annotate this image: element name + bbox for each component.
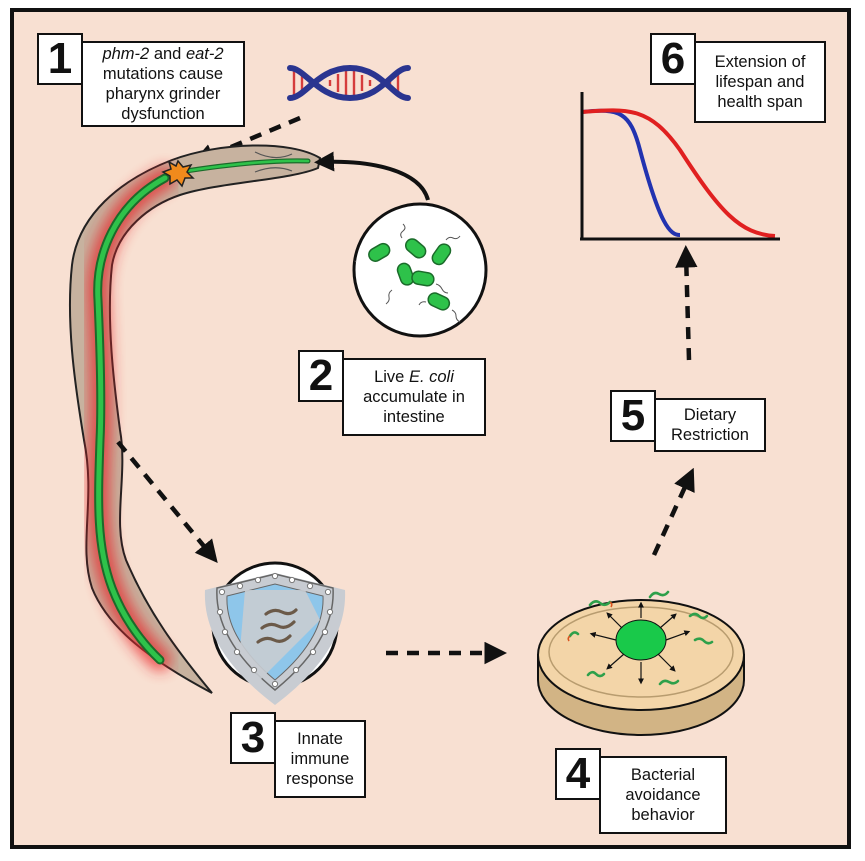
step-label-line: Dietary [684, 405, 736, 425]
label-text: accumulate in [363, 388, 465, 406]
italic-term: phm-2 [102, 45, 150, 63]
arrow-dietary-to-chart [675, 245, 698, 361]
step-label-line: Innate [297, 729, 343, 749]
label-text: Innate [297, 730, 343, 748]
label-text: mutations cause [102, 65, 224, 83]
step-number: 1 [37, 33, 83, 85]
step-label-line: lifespan and [716, 72, 805, 92]
bacteria-circle-icon [352, 202, 488, 338]
step-label-line: dysfunction [121, 104, 204, 124]
shield-icon [204, 561, 346, 705]
label-text: intestine [383, 408, 445, 426]
step-label-line: Live E. coli [374, 367, 454, 387]
step-label-line: Restriction [671, 425, 749, 445]
step-label-line: health span [717, 92, 802, 112]
dna-icon [287, 64, 411, 102]
label-text: Restriction [671, 426, 749, 444]
step-label: Innate immune response [274, 720, 366, 798]
label-text: response [286, 770, 354, 788]
label-text: Live [374, 368, 409, 386]
step-number: 3 [230, 712, 276, 764]
label-text: Bacterial [630, 766, 696, 784]
italic-term: eat-2 [185, 45, 224, 63]
label-text: health span [717, 93, 803, 111]
label-text: dysfunction [121, 105, 205, 123]
step-label-line: mutations cause [103, 64, 223, 84]
step-number: 5 [610, 390, 656, 442]
survival-chart-icon [580, 92, 780, 241]
step-label: Bacterial avoidance behavior [599, 756, 727, 834]
grinder-burst-icon [161, 159, 195, 188]
step-label-line: response [286, 769, 354, 789]
arrow-bacteria-to-worm [314, 151, 430, 201]
label-text: and [149, 45, 186, 63]
label-text: Dietary [683, 406, 737, 424]
petri-dish-icon [537, 590, 745, 736]
step-label: Extension of lifespan and health span [694, 41, 826, 123]
step-number: 4 [555, 748, 601, 800]
step-label-line: Bacterial [631, 765, 695, 785]
step-3: 3 Innate immune response [230, 712, 366, 798]
arrow-worm-to-shield [116, 440, 218, 563]
step-label-line: intestine [383, 407, 444, 427]
label-text: avoidance [625, 786, 701, 804]
step-label-line: accumulate in [363, 387, 465, 407]
label-text: immune [290, 750, 350, 768]
step-label-line: Extension of [715, 52, 806, 72]
italic-term: E. coli [408, 368, 454, 386]
step-4: 4 Bacterial avoidance behavior [555, 748, 727, 834]
step-number: 6 [650, 33, 696, 85]
step-label-line: phm-2 and eat-2 [102, 44, 223, 64]
arrow-plate-to-dietary [651, 467, 695, 556]
step-label-line: avoidance [625, 785, 700, 805]
label-text: pharynx grinder [105, 85, 221, 103]
label-text: lifespan and [715, 73, 805, 91]
worm-icon [68, 144, 322, 694]
step-label-line: pharynx grinder [106, 84, 221, 104]
step-6: 6 Extension of lifespan and health span [650, 33, 826, 123]
step-label-line: immune [291, 749, 350, 769]
label-text: Extension of [714, 53, 806, 71]
label-text: behavior [631, 806, 695, 824]
step-label-line: behavior [631, 805, 694, 825]
step-number: 2 [298, 350, 344, 402]
